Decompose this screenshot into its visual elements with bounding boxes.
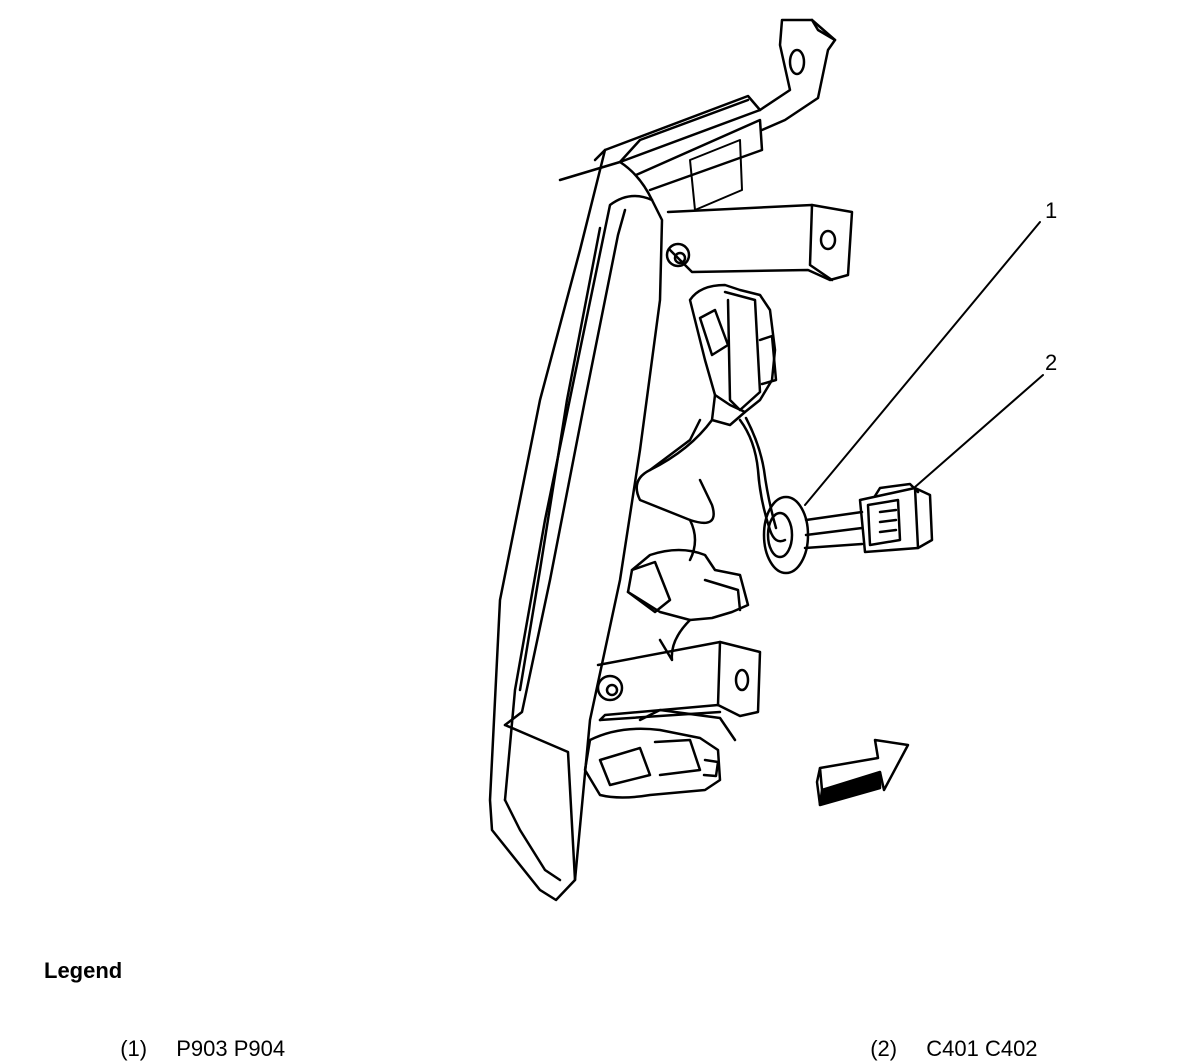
arrow-right-icon — [815, 738, 910, 807]
middle-bulb-socket — [626, 548, 750, 662]
upper-bracket — [665, 203, 854, 282]
lower-bulb-socket — [583, 708, 737, 799]
legend-item-1: (1) P903 P904 — [108, 1010, 285, 1062]
callout-1-leader — [804, 221, 1041, 506]
tail-lamp-assembly-diagram — [488, 18, 1044, 902]
callout-2-leader — [914, 374, 1044, 488]
lower-bracket — [596, 640, 762, 722]
callout-1-number: 1 — [1045, 198, 1058, 223]
legend-item-label: C401 C402 — [926, 1036, 1038, 1061]
legend-item-number: (2) — [870, 1036, 898, 1061]
harness-connector — [858, 482, 934, 554]
legend-item-number: (1) — [120, 1036, 148, 1061]
top-mounting-bracket — [758, 18, 837, 132]
lamp-housing — [488, 94, 764, 902]
callout-2-number: 2 — [1045, 350, 1058, 375]
upper-bulb-socket — [688, 283, 778, 427]
legend-item-2: (2) C401 C402 — [858, 1010, 1038, 1062]
legend-item-label: P903 P904 — [176, 1036, 286, 1061]
wiring-harness — [635, 416, 787, 562]
harness-grommet — [762, 495, 864, 575]
legend-title: Legend — [44, 958, 123, 983]
